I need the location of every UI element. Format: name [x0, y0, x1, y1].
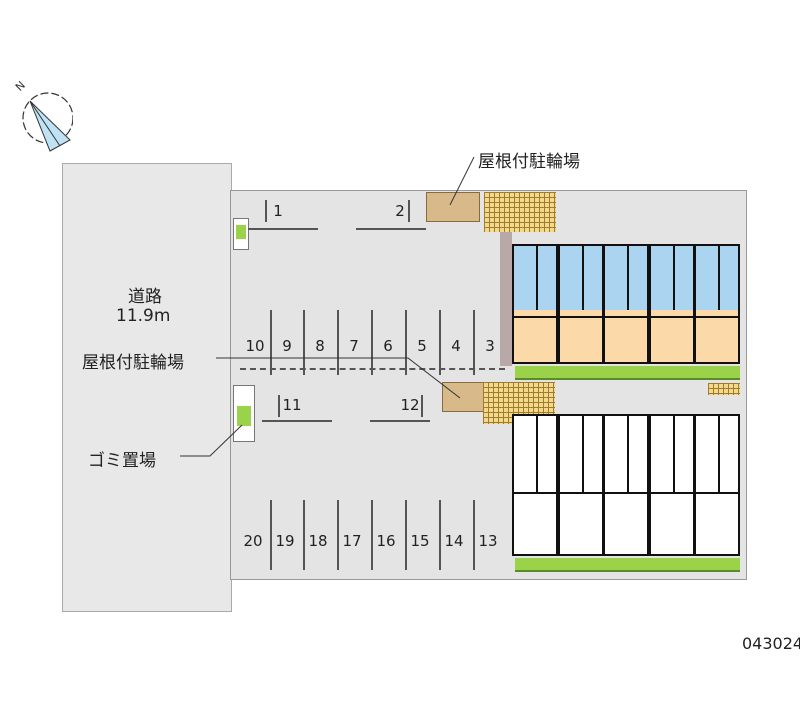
building-upper — [512, 232, 741, 364]
unit-lower — [603, 414, 650, 556]
garbage-label: ゴミ置場 — [88, 451, 156, 471]
space-16: 16 — [376, 532, 396, 550]
room-divider — [536, 416, 538, 492]
space-1: 1 — [273, 202, 283, 220]
room-divider — [581, 416, 584, 492]
room-divider — [559, 491, 602, 494]
bike-shelter-label-top: 屋根付駐輪場 — [478, 152, 580, 172]
space-20: 20 — [243, 532, 263, 550]
road-label: 道路 — [128, 287, 162, 307]
space-divider — [473, 500, 475, 570]
garbage-area-top — [233, 218, 249, 250]
compass-icon: N — [13, 79, 73, 152]
room-divider — [514, 491, 556, 494]
bike-shelter-mid — [442, 382, 484, 412]
lane-line — [262, 420, 332, 422]
room-divider — [696, 491, 739, 494]
room-divider — [581, 246, 584, 310]
space-18: 18 — [308, 532, 328, 550]
room-divider — [605, 315, 648, 318]
space-divider — [265, 200, 267, 222]
unit-lower — [557, 414, 604, 556]
unit-upper — [512, 244, 558, 364]
unit-upper — [648, 244, 695, 364]
space-divider — [371, 310, 373, 375]
space-divider — [270, 310, 272, 375]
hedge-upper — [515, 366, 740, 380]
space-divider — [405, 500, 407, 570]
space-12: 12 — [400, 396, 420, 414]
space-9: 9 — [282, 337, 292, 355]
space-4: 4 — [451, 337, 461, 355]
space-divider — [439, 310, 441, 375]
unit-upper — [557, 244, 604, 364]
space-divider — [405, 310, 407, 375]
unit-lower — [512, 414, 558, 556]
property-code: 043024 — [742, 634, 800, 653]
space-13: 13 — [478, 532, 498, 550]
space-19: 19 — [275, 532, 295, 550]
space-divider — [270, 500, 272, 570]
unit-lower — [648, 414, 695, 556]
unit-upper — [694, 244, 741, 364]
space-6: 6 — [383, 337, 393, 355]
space-divider — [337, 310, 339, 375]
space-8: 8 — [315, 337, 325, 355]
space-5: 5 — [417, 337, 427, 355]
lane-line — [248, 228, 318, 230]
garbage-area — [233, 385, 255, 442]
room-divider — [627, 246, 630, 310]
building-wall — [500, 232, 512, 366]
space-divider — [303, 310, 305, 375]
space-10: 10 — [245, 337, 265, 355]
room-divider — [672, 416, 675, 492]
space-divider — [473, 310, 475, 375]
space-17: 17 — [342, 532, 362, 550]
divider-dashed — [240, 368, 505, 370]
room-divider — [718, 246, 721, 310]
bike-shelter-top — [426, 192, 480, 222]
room-divider — [718, 416, 721, 492]
room-divider — [650, 315, 693, 318]
bike-parking-right — [708, 383, 740, 395]
room-divider — [605, 491, 648, 494]
building-lower — [512, 414, 741, 556]
room-divider — [627, 416, 630, 492]
unit-upper — [603, 244, 650, 364]
space-3: 3 — [485, 337, 495, 355]
space-divider — [421, 395, 423, 417]
room-divider — [696, 315, 739, 318]
space-divider — [371, 500, 373, 570]
space-14: 14 — [444, 532, 464, 550]
room-divider — [650, 491, 693, 494]
bike-parking-top — [484, 192, 556, 232]
space-11: 11 — [282, 396, 302, 414]
hedge-lower — [515, 558, 740, 572]
road-width: 11.9m — [116, 306, 171, 326]
unit-lower — [694, 414, 741, 556]
space-divider — [303, 500, 305, 570]
space-divider — [439, 500, 441, 570]
space-divider — [408, 200, 410, 222]
space-divider — [278, 395, 280, 417]
space-7: 7 — [349, 337, 359, 355]
bike-shelter-label-mid: 屋根付駐輪場 — [82, 353, 184, 373]
lane-line — [370, 420, 430, 422]
road — [62, 163, 232, 612]
space-15: 15 — [410, 532, 430, 550]
room-divider — [514, 315, 556, 318]
room-divider — [536, 246, 538, 310]
room-divider — [559, 315, 602, 318]
space-2: 2 — [395, 202, 405, 220]
room-divider — [672, 246, 675, 310]
space-divider — [337, 500, 339, 570]
lane-line — [356, 228, 426, 230]
